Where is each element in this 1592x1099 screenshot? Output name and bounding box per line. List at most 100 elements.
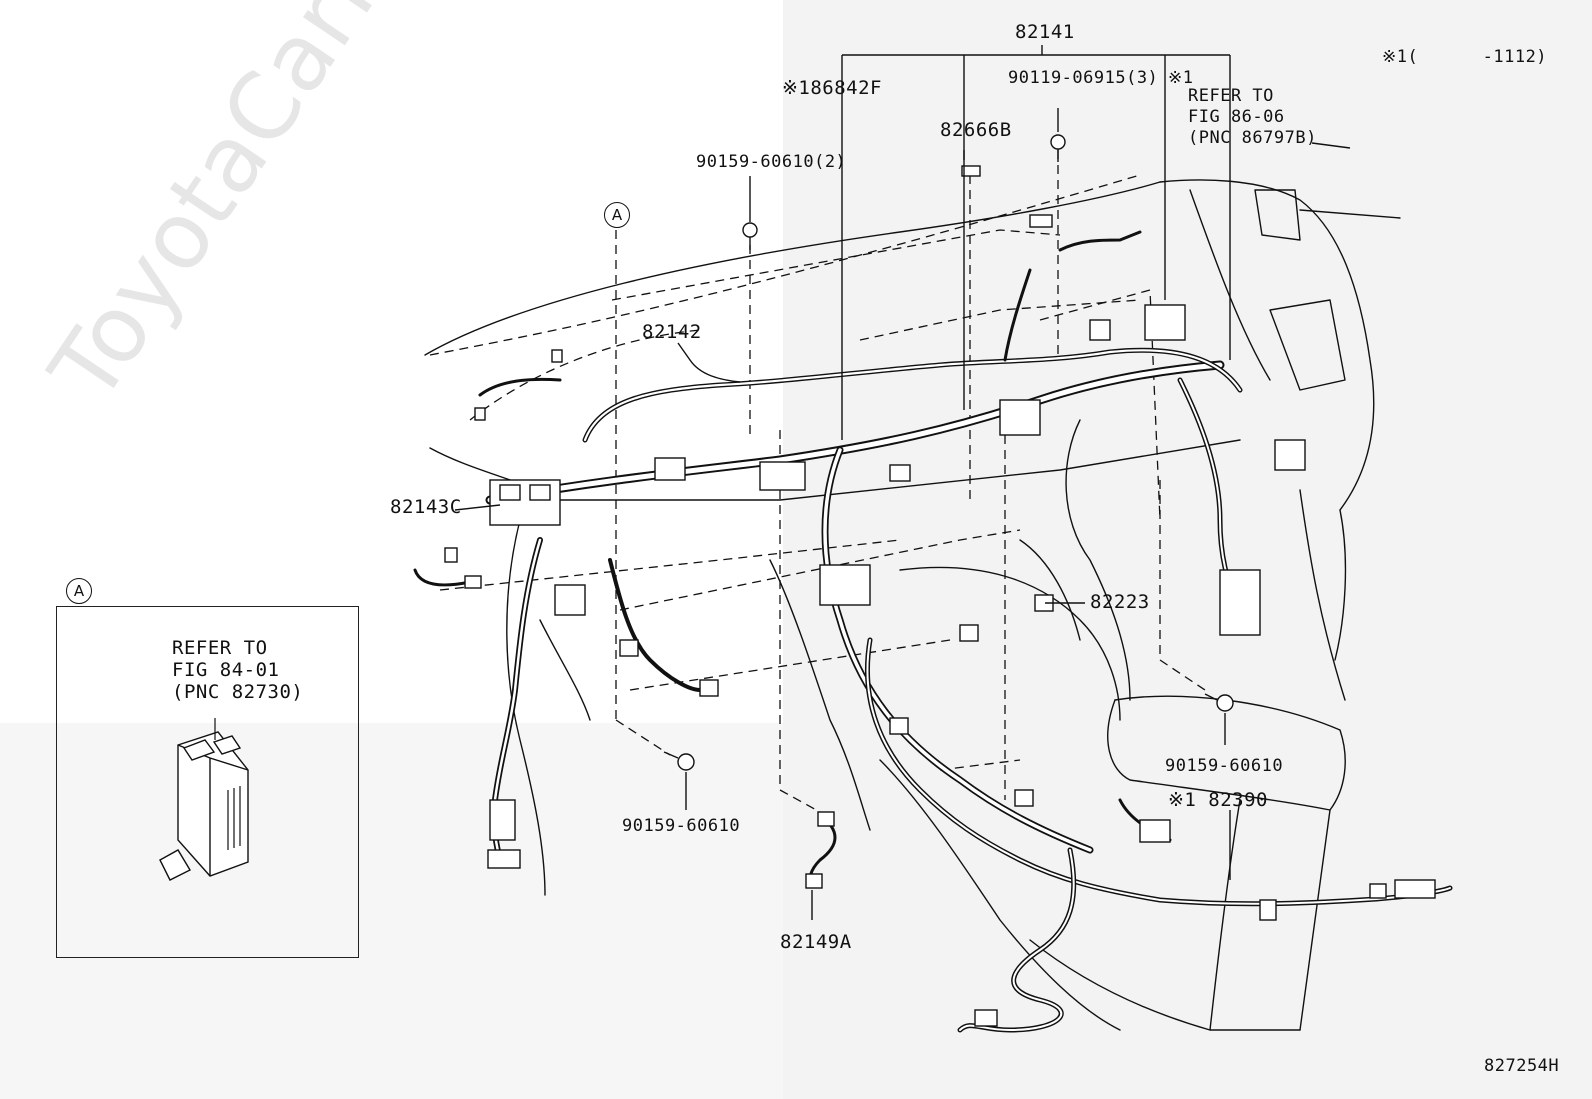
part-label-82666B: 82666B <box>940 119 1012 141</box>
bolt-icon <box>1216 694 1234 712</box>
connector <box>974 1009 998 1027</box>
dash-hidden-edge <box>619 529 1021 611</box>
leader-82149A <box>779 430 821 813</box>
callout-A: A <box>604 202 630 228</box>
side-panel-outline <box>539 619 591 721</box>
dash-hidden-edge <box>629 639 951 691</box>
bolt-icon <box>742 222 758 238</box>
harness-trunk-inner <box>487 362 1223 503</box>
dash-outline <box>1159 179 1375 511</box>
harness-branch-inner <box>866 639 1451 905</box>
connector <box>474 407 486 421</box>
dash-outline <box>1299 209 1401 219</box>
connector <box>889 717 909 735</box>
harness-branch <box>608 558 702 692</box>
connector <box>489 799 516 841</box>
connector <box>1259 899 1277 921</box>
harness-branch-inner <box>823 448 1092 852</box>
connector <box>487 849 521 869</box>
inset-ref-line1: REFER TO <box>172 637 268 659</box>
console-outline <box>769 559 871 831</box>
connector <box>1274 439 1306 471</box>
connector <box>551 349 563 363</box>
connector <box>654 457 686 481</box>
background-panel <box>783 0 1592 723</box>
console-outline <box>1209 799 1241 1031</box>
connector <box>889 464 911 482</box>
console-outline <box>879 759 1121 1031</box>
ref-fig86-line2: FIG 86-06 <box>1188 107 1285 127</box>
leader-82143C <box>454 504 501 511</box>
connector <box>444 547 458 563</box>
inset-module-body <box>177 731 249 877</box>
junction-block-port <box>529 484 551 501</box>
dash-hidden-edge <box>1039 289 1161 521</box>
leader-82142 <box>677 342 741 383</box>
connector <box>959 624 979 642</box>
leader-82143C <box>439 539 901 591</box>
armrest-outline <box>1107 699 1331 811</box>
harness-branch <box>1058 230 1142 252</box>
dash-outline <box>1334 509 1347 661</box>
ref-fig86-line3: (PNC 86797B) <box>1188 128 1317 148</box>
background-panel <box>0 723 783 1099</box>
connector <box>1394 879 1436 899</box>
side-panel-outline <box>506 519 546 896</box>
part-label-82149A: 82149A <box>780 931 852 953</box>
dash-outline <box>1299 489 1346 701</box>
dash-hidden-edge <box>939 759 1021 771</box>
connector <box>1089 319 1111 341</box>
dash-hidden-edge <box>429 174 1141 356</box>
bolt-icon <box>677 753 695 771</box>
inset-ref-line2: FIG 84-01 <box>172 659 280 681</box>
leader-bolt <box>1159 480 1206 691</box>
console-outline <box>1029 939 1301 1031</box>
harness-branch <box>821 446 1094 854</box>
connector <box>699 679 719 697</box>
part-label-90159-60610-2: 90159-60610(2) <box>696 152 847 172</box>
connector <box>999 399 1041 436</box>
dash-outline <box>424 181 1161 356</box>
armrest-outline <box>1114 695 1346 811</box>
leader-bolt <box>615 719 671 756</box>
bolt-shank <box>663 751 679 759</box>
connector <box>619 639 639 657</box>
inset-callout-A: A <box>66 578 92 604</box>
connector <box>817 811 835 827</box>
bolt-shank <box>1204 693 1218 701</box>
connector <box>1369 883 1387 899</box>
vent-outline <box>1254 189 1301 241</box>
harness-branch-inner <box>583 349 1242 442</box>
junction-block-port <box>499 484 521 501</box>
dash-hidden-edge <box>859 299 1141 341</box>
connector <box>805 873 823 889</box>
ref-mark: ※1 <box>1168 68 1194 88</box>
inset-module-bracket <box>159 849 191 881</box>
inset-module-port <box>212 735 242 755</box>
connector <box>759 461 806 491</box>
harness-branch <box>478 377 562 397</box>
dash-hidden-edge <box>469 329 701 421</box>
console-outline <box>1019 539 1081 641</box>
harness-branch <box>1003 268 1032 362</box>
part-label-86842F: ※186842F <box>782 77 882 99</box>
part-label-82143C: 82143C <box>390 496 462 518</box>
connector <box>554 584 586 616</box>
harness-82143C <box>413 568 472 587</box>
part-label-90119-06915: 90119-06915(3) <box>1008 68 1159 88</box>
part-label-82390: ※1 82390 <box>1168 789 1268 811</box>
leader-ref86 <box>1311 142 1351 149</box>
clip <box>961 165 981 177</box>
harness-branch <box>582 347 1243 443</box>
connector <box>1144 304 1186 341</box>
applicability-note: ※1( -1112) <box>1382 47 1548 67</box>
harness-trunk <box>485 360 1225 505</box>
connector <box>1139 819 1171 843</box>
console-outline <box>899 566 1121 721</box>
harness-branch-inner <box>959 849 1075 1031</box>
dash-outline <box>1189 189 1271 381</box>
ref-fig86-line1: REFER TO <box>1188 86 1274 106</box>
connector <box>819 564 871 606</box>
part-label-82141: 82141 <box>1015 21 1075 43</box>
console-outline <box>1299 809 1331 1031</box>
